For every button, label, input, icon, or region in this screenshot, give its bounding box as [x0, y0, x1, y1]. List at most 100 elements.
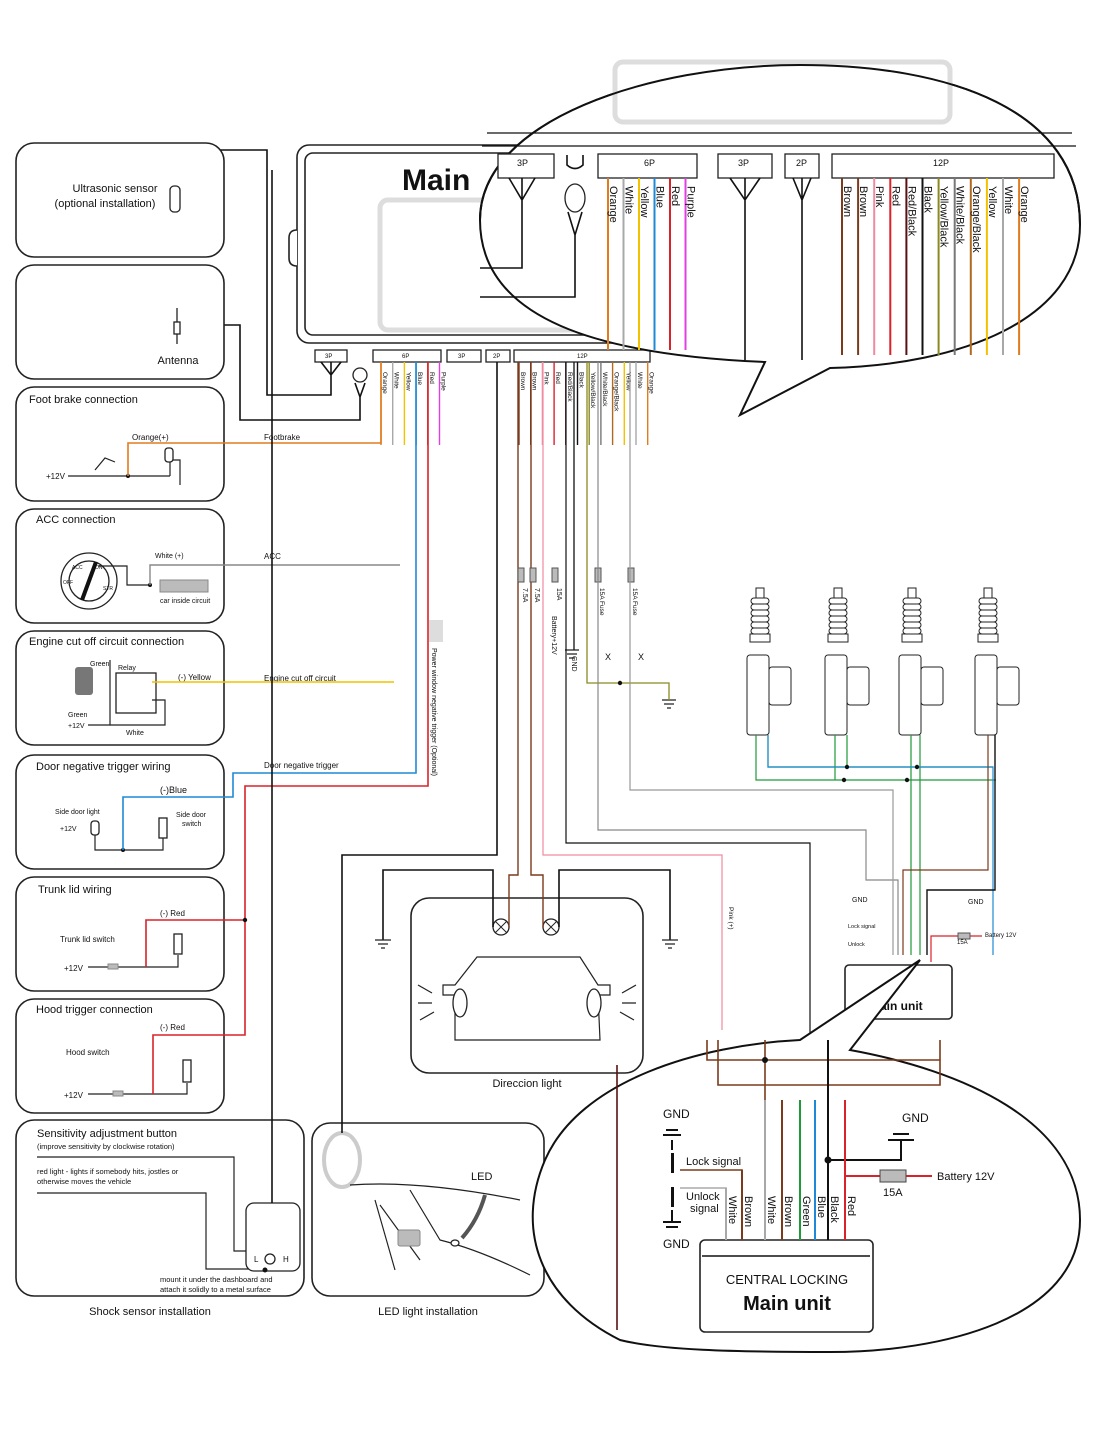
- ultrasonic-subtitle: (optional installation): [55, 198, 156, 210]
- door-actuator-icon: [974, 587, 1020, 736]
- fuse-d-label: 15A Fuse: [598, 588, 605, 616]
- foot-brake-title: Foot brake connection: [29, 394, 138, 406]
- cl-wire-label: Brown: [782, 1196, 794, 1227]
- cl-fuse-label: 15A: [883, 1187, 903, 1199]
- shock-mount-2: attach it solidly to a metal surface: [160, 1285, 271, 1294]
- trunk-supply: +12V: [64, 964, 84, 973]
- fuse-a-label: 7.5A: [521, 588, 528, 603]
- shock-title: Sensitivity adjustment button: [37, 1128, 177, 1140]
- wire-label: Yellow: [638, 186, 650, 217]
- power-window-label: Power window negative trigger (Optional): [430, 648, 437, 776]
- cl-lock-label: Lock signal: [686, 1156, 741, 1168]
- big-2p-label: 2P: [796, 158, 807, 168]
- wire-label: Red: [669, 186, 681, 206]
- fuse-icon: [517, 567, 525, 583]
- fuse-icon: [551, 567, 559, 583]
- shock-mount-1: mount it under the dashboard and: [160, 1275, 273, 1284]
- conn-3p-b-label: 3P: [458, 354, 465, 360]
- door-actuator-icon: [898, 587, 944, 736]
- cl-unlock-line1: Unlock: [686, 1191, 720, 1203]
- fuse-b-label: 7.5A: [533, 588, 540, 603]
- direction-caption: Direccion light: [492, 1078, 561, 1090]
- engine-cut-wire-label: (-) Yellow: [178, 673, 211, 682]
- led-plug-icon: [352, 367, 368, 383]
- panel-foot-brake: Foot brake connection Orange(+) Footbrak…: [15, 386, 301, 502]
- shock-note-1: red light - lights if somebody hits, jos…: [37, 1167, 179, 1176]
- ignition-str: STR: [103, 586, 113, 592]
- hood-wire-label: (-) Red: [160, 1023, 185, 1032]
- pink-label: Pink (+): [727, 907, 734, 930]
- trunk-switch-icon: [173, 933, 183, 955]
- wire-label: Yellow: [624, 372, 631, 391]
- conn-2p-label: 2P: [493, 354, 500, 360]
- wire-label: Orange/Black: [613, 372, 620, 412]
- conn-3p-a-label: 3P: [325, 354, 332, 360]
- footbrake-line-label: Footbrake: [264, 433, 301, 442]
- acc-title: ACC connection: [36, 514, 116, 526]
- connector-row-small: 3P 6P 3P 2P 12P: [178, 149, 651, 421]
- panel-ultrasonic: Ultrasonic sensor (optional installation…: [15, 142, 225, 258]
- hood-supply: +12V: [64, 1091, 84, 1100]
- hood-switch-label: Hood switch: [66, 1048, 110, 1057]
- cl-gnd-right: GND: [902, 1111, 929, 1125]
- engine-cut-green-top: Green: [90, 661, 110, 668]
- wire-label: Orange: [381, 372, 388, 394]
- wire-label: Orange/Black: [970, 186, 982, 253]
- led-icon: [322, 1131, 362, 1189]
- ignition-on: ON: [95, 565, 103, 571]
- wire-label: Brown: [841, 186, 853, 217]
- wire-label: White: [623, 186, 635, 214]
- car-front-icon: [442, 956, 611, 1041]
- panel-engine-cut: Engine cut off circuit connection Green …: [15, 630, 394, 746]
- door-switch-icon: [158, 817, 168, 839]
- sensitivity-knob-icon[interactable]: [264, 1253, 276, 1265]
- door-actuator-icon: [746, 587, 792, 736]
- panel-led: LED LED light installation: [311, 362, 545, 1318]
- lock-switch-icon: [671, 1153, 674, 1173]
- wire-label: Red/Black: [566, 372, 573, 402]
- brake-light-icon: [164, 447, 174, 463]
- fuse-icon: [627, 567, 635, 583]
- antenna-label: Antenna: [158, 355, 200, 367]
- wire-label: Black: [922, 186, 934, 213]
- wire-label: White/Black: [601, 372, 608, 407]
- zoom-callout-connectors: 3P 6P 3P 2P 12P: [478, 59, 1082, 418]
- door-wire-label: (-)Blue: [160, 785, 187, 795]
- big-12p-label: 12P: [933, 158, 949, 168]
- led-label: LED: [471, 1171, 492, 1183]
- ultrasonic-title: Ultrasonic sensor: [73, 183, 158, 195]
- wire-label: Red: [428, 372, 435, 384]
- acc-wire-label: White (+): [155, 553, 184, 560]
- main-unit-title: Main: [402, 164, 470, 197]
- door-title: Door negative trigger wiring: [36, 761, 171, 773]
- gnd-label: GND: [570, 656, 577, 672]
- wire-label: Blue: [654, 186, 666, 208]
- door-line-label: Door negative trigger: [264, 761, 339, 770]
- ignition-switch-icon: ACC ON OFF STR: [60, 552, 118, 610]
- foot-brake-wire-label: Orange(+): [132, 433, 169, 442]
- no-connect-2: X: [638, 652, 644, 662]
- shock-subtitle: (improve sensitivity by clockwise rotati…: [37, 1142, 175, 1151]
- fuse-icon: [529, 567, 537, 583]
- engine-cut-white: White: [126, 730, 144, 737]
- cl-wire-label: White: [765, 1196, 777, 1224]
- relay-icon: [115, 672, 157, 714]
- big-3p-b-label: 3P: [738, 158, 749, 168]
- wire-label: Orange: [648, 372, 655, 394]
- cl-wire-label: White: [726, 1196, 738, 1224]
- cl-small-fuse: 15A: [957, 940, 968, 946]
- door-switch-line1: Side door: [176, 812, 207, 819]
- wire-label: Orange: [607, 186, 619, 223]
- no-connect-1: X: [605, 652, 611, 662]
- engine-cut-title: Engine cut off circuit connection: [29, 636, 184, 648]
- cl-gnd-top: GND: [663, 1107, 690, 1121]
- ignition-off: OFF: [63, 580, 73, 586]
- conn-12p-label: 12P: [577, 354, 588, 360]
- central-locking-main-unit: [699, 1239, 874, 1333]
- wire-label: Pink: [542, 372, 549, 385]
- wire-label: Yellow/Black: [589, 372, 596, 409]
- trunk-wire-label: (-) Red: [160, 909, 185, 918]
- panel-door-trigger: Door negative trigger wiring (-)Blue Sid…: [15, 362, 417, 870]
- foot-brake-supply: +12V: [46, 472, 66, 481]
- cl-small-unlock: Unlock: [848, 942, 865, 948]
